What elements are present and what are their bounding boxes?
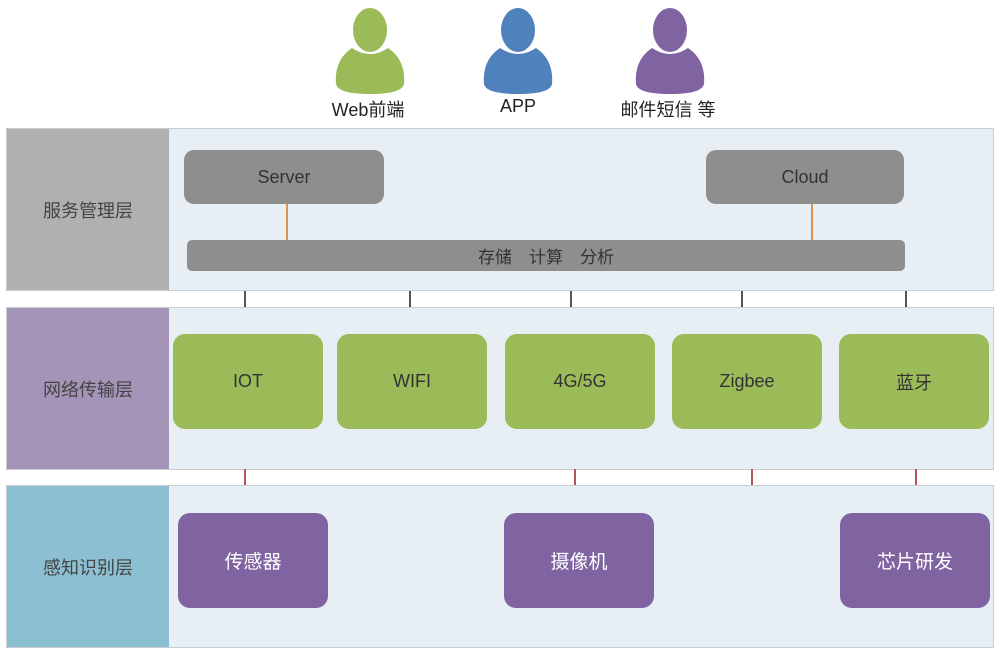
perception-layer: 感知识别层 传感器 摄像机 芯片研发 <box>6 485 994 648</box>
connector <box>409 291 411 307</box>
network-zigbee: Zigbee <box>672 334 822 429</box>
perception-camera: 摄像机 <box>504 513 654 608</box>
person-icon <box>632 8 708 94</box>
layer-name: 服务管理层 <box>7 129 169 290</box>
perception-chip: 芯片研发 <box>840 513 990 608</box>
user-label: 邮件短信 等 <box>620 100 716 120</box>
server-connector <box>286 204 288 241</box>
connector <box>570 291 572 307</box>
person-icon <box>332 8 408 94</box>
person-icon <box>480 8 556 94</box>
cloud-box: Cloud <box>706 150 904 204</box>
server-box: Server <box>184 150 384 204</box>
layer-name: 感知识别层 <box>7 486 169 647</box>
user-label: Web前端 <box>331 100 405 120</box>
connector <box>915 469 917 485</box>
storage-compute-bar: 存储 计算 分析 <box>187 240 905 271</box>
connector <box>244 469 246 485</box>
connector <box>751 469 753 485</box>
network-bluetooth: 蓝牙 <box>839 334 989 429</box>
user-label: APP <box>499 96 537 116</box>
service-layer: 服务管理层 Server Cloud 存储 计算 分析 <box>6 128 994 291</box>
network-iot: IOT <box>173 334 323 429</box>
perception-sensor: 传感器 <box>178 513 328 608</box>
connector <box>741 291 743 307</box>
connector <box>905 291 907 307</box>
layer-name: 网络传输层 <box>7 308 169 469</box>
network-layer: 网络传输层 IOT WIFI 4G/5G Zigbee 蓝牙 <box>6 307 994 470</box>
connector <box>244 291 246 307</box>
connector <box>574 469 576 485</box>
network-4g5g: 4G/5G <box>505 334 655 429</box>
cloud-connector <box>811 204 813 241</box>
network-wifi: WIFI <box>337 334 487 429</box>
